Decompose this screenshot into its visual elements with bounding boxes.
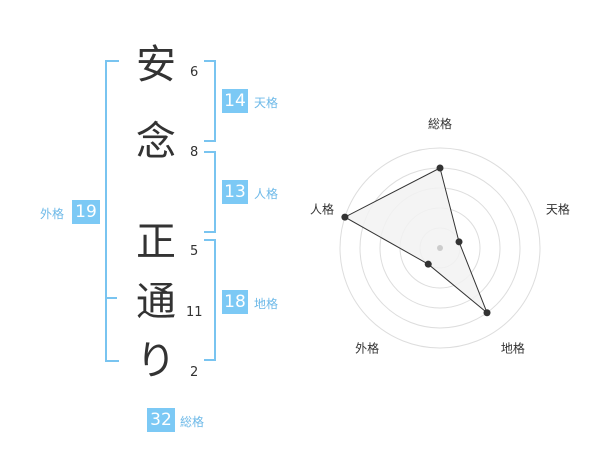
radar-axis-label-3: 地格 — [501, 340, 525, 355]
soukaku-value: 32 — [147, 408, 175, 432]
radar-axis-label-2: 天格 — [546, 202, 570, 217]
radar-ring — [339, 147, 541, 349]
name-char-2: 念 — [136, 119, 176, 165]
stroke-count-2: 8 — [190, 145, 199, 160]
gaikaku-bracket-divider — [105, 297, 117, 299]
stroke-count-1: 6 — [190, 65, 199, 80]
stroke-count-5: 2 — [190, 365, 199, 380]
gaikaku-label: 外格 — [40, 207, 65, 221]
name-char-1: 安 — [136, 42, 176, 88]
radar-point-1 — [436, 164, 444, 172]
tenkaku-label: 天格 — [254, 96, 279, 110]
stroke-count-3: 5 — [190, 244, 199, 259]
radar-point-3 — [483, 309, 491, 317]
tenkaku-bracket — [204, 60, 216, 142]
chikaku-value: 18 — [222, 290, 248, 314]
radar-point-5 — [341, 213, 349, 221]
jinkaku-bracket — [204, 151, 216, 233]
radar-center-dot — [437, 245, 443, 251]
soukaku-label: 総格 — [180, 415, 205, 429]
radar-axis-label-4: 外格 — [355, 340, 379, 355]
radar-axis-label-1: 総格 — [428, 116, 452, 131]
radar-axis-label-5: 人格 — [310, 202, 334, 217]
stroke-count-4: 11 — [186, 305, 203, 320]
jinkaku-label: 人格 — [254, 187, 279, 201]
name-char-4: 通 — [136, 279, 176, 325]
name-char-3: 正 — [136, 219, 176, 265]
jinkaku-value: 13 — [222, 180, 248, 204]
name-char-5: り — [136, 338, 176, 384]
gaikaku-value: 19 — [72, 200, 100, 224]
tenkaku-value: 14 — [222, 89, 248, 113]
chikaku-label: 地格 — [254, 297, 279, 311]
radar-polygon — [343, 167, 488, 314]
radar-point-4 — [424, 260, 432, 268]
gaikaku-bracket — [105, 60, 119, 362]
radar-point-2 — [455, 238, 463, 246]
chikaku-bracket — [204, 239, 216, 361]
